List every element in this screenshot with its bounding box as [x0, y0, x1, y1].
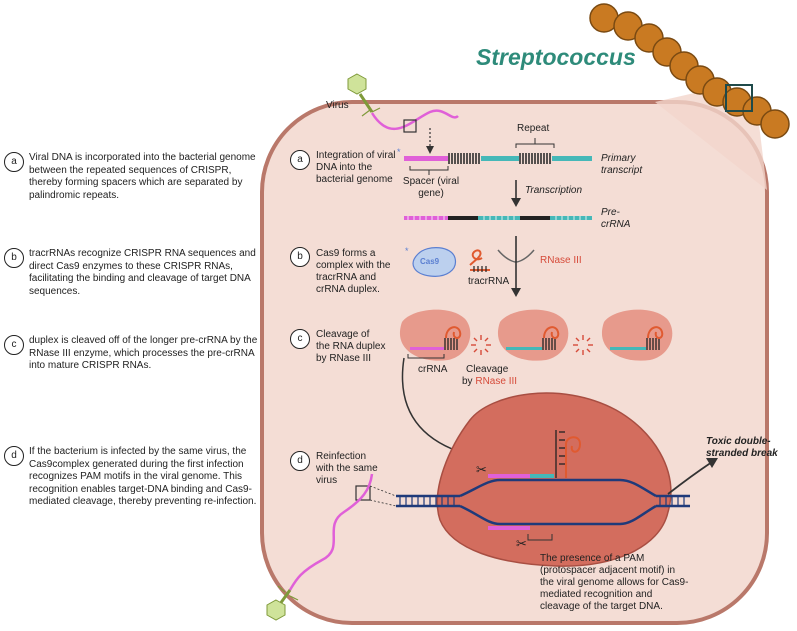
repeat-label: Repeat	[517, 123, 550, 134]
step-c-label: Cleavage of the RNA duplex by RNase III	[316, 329, 386, 364]
cas9-dna-complex: ✂ ✂	[396, 392, 690, 567]
toxic-break-label: Toxic double-stranded break	[706, 436, 778, 459]
streptococcus-chain	[589, 3, 790, 139]
rnase-iii-label: RNase III	[540, 255, 582, 266]
step-a-label: Integration of viral DNA into the bacter…	[316, 150, 396, 185]
step-text-d: If the bacterium is infected by the same…	[29, 446, 257, 507]
by-label: by	[462, 376, 473, 387]
cas9-label: Cas9	[420, 257, 440, 266]
svg-text:✂: ✂	[516, 536, 527, 551]
cas9-complex: *	[405, 236, 535, 297]
step-circle-a: a	[4, 152, 24, 172]
tracrrna-label: tracrRNA	[468, 276, 510, 287]
pre-crrna	[404, 216, 592, 220]
svg-text:*: *	[405, 246, 409, 256]
step-d-label: Reinfection with the same virus	[316, 451, 378, 486]
crrna-label: crRNA	[418, 364, 448, 375]
step-b-label: Cas9 forms a complex with the tracrRNA a…	[316, 248, 391, 295]
cleavage-label: Cleavage	[466, 364, 509, 375]
cleavage-burst-2	[573, 335, 593, 355]
spacer-label: Spacer (viral gene)	[402, 176, 460, 199]
primary-transcript-label: Primary transcript	[601, 153, 643, 176]
cleavage-by-label: by RNase III	[462, 376, 517, 388]
step-text-a: Viral DNA is incorporated into the bacte…	[29, 152, 256, 201]
virus-label: Virus	[326, 100, 349, 111]
diagram-circle-c: c	[290, 329, 310, 349]
reinfection-virus	[266, 473, 397, 621]
rnase-cleavage	[399, 309, 673, 361]
toxic-arrow	[667, 461, 713, 495]
svg-text:✂: ✂	[476, 462, 487, 477]
diagram-title: Streptococcus	[476, 44, 636, 70]
pre-crrna-label: Pre-crRNA	[601, 207, 631, 230]
step-circle-d: d	[4, 446, 24, 466]
step-circle-c: c	[4, 335, 24, 355]
cleavage-burst-1	[471, 335, 491, 355]
cleavage-rnase-label: RNase III	[475, 376, 518, 387]
step-text-c: duplex is cleaved off of the longer pre-…	[29, 335, 258, 371]
diagram-circle-b: b	[290, 247, 310, 267]
pam-note: The presence of a PAM (protospacer adjac…	[540, 553, 689, 612]
diagram-circle-a: a	[290, 150, 310, 170]
primary-transcript: *	[397, 138, 592, 175]
transcription-label: Transcription	[525, 185, 583, 196]
diagram-circle-d: d	[290, 451, 310, 471]
step-circle-b: b	[4, 248, 24, 268]
svg-text:*: *	[397, 147, 401, 157]
step-text-b: tracrRNAs recognize CRISPR RNA sequences…	[29, 248, 256, 297]
virus-icon	[347, 73, 459, 154]
